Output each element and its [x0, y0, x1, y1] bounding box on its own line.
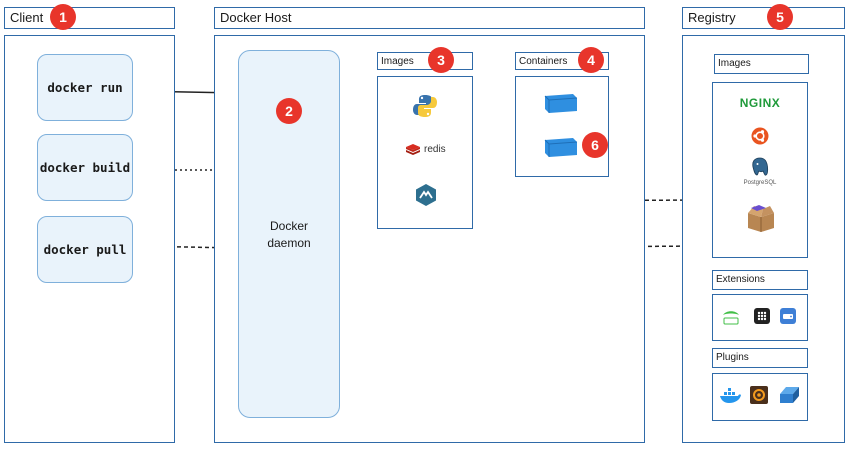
gear-plugin-icon	[750, 386, 768, 404]
redis-icon	[406, 144, 420, 155]
client-badge: 1	[50, 4, 76, 30]
python-icon	[413, 95, 437, 117]
docker-run-command: docker run	[37, 54, 133, 121]
extensions-header: Extensions	[712, 270, 808, 290]
client-header: Client	[4, 7, 175, 29]
registry-images-header: Images	[714, 54, 809, 74]
storage-plugin-icon	[780, 387, 799, 403]
containers-panel	[515, 76, 609, 177]
docker-whale-plugin-icon	[720, 388, 741, 403]
daemon-label-line1: Docker	[269, 219, 308, 233]
jfrog-extension-icon	[723, 311, 739, 325]
mariadb-icon	[416, 184, 436, 206]
docker-host-title: Docker Host	[220, 10, 292, 25]
container-icon	[544, 138, 578, 157]
host-images-badge: 3	[428, 47, 454, 73]
postgresql-label: PostgreSQL	[743, 180, 777, 186]
nginx-logo: NGINX	[739, 96, 781, 110]
daemon-badge: 2	[276, 98, 302, 124]
docker-pull-command: docker pull	[37, 216, 133, 283]
container-icon	[544, 94, 578, 113]
daemon-label-line2: daemon	[267, 236, 311, 250]
host-images-header: Images	[377, 52, 473, 70]
registry-title: Registry	[688, 10, 736, 25]
arrow-daemon-to-registry	[339, 240, 716, 253]
containers-badge: 4	[578, 47, 604, 73]
containers-title: Containers	[519, 56, 568, 67]
grid-extension-icon	[754, 308, 770, 324]
plugins-header: Plugins	[712, 348, 808, 368]
daemon-label: Docker daemon	[238, 218, 340, 252]
redis-label: redis	[424, 143, 446, 155]
package-box-icon	[748, 205, 774, 232]
docker-build-command: docker build	[37, 134, 133, 201]
host-images-title: Images	[381, 56, 414, 67]
ubuntu-icon	[751, 127, 769, 145]
extensions-title: Extensions	[716, 274, 765, 285]
plugins-title: Plugins	[716, 352, 749, 363]
container-badge: 6	[582, 132, 608, 158]
registry-images-title: Images	[718, 58, 751, 69]
redis-logo: redis	[405, 141, 455, 157]
registry-badge: 5	[767, 4, 793, 30]
client-title: Client	[10, 10, 44, 25]
docker-host-header: Docker Host	[214, 7, 645, 29]
registry-header: Registry	[682, 7, 845, 29]
disk-extension-icon	[780, 308, 796, 324]
postgresql-icon	[752, 157, 769, 176]
